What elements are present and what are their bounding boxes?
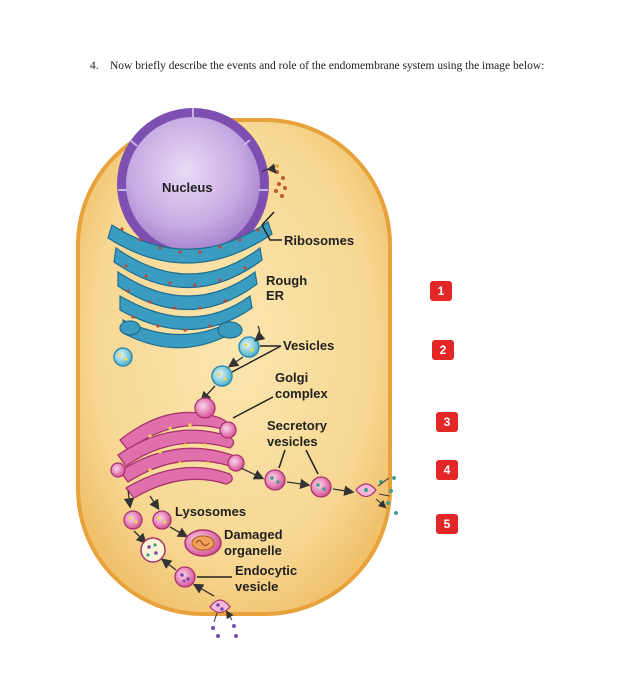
damaged-organelle	[184, 529, 222, 557]
vesicles-label: Vesicles	[283, 338, 334, 353]
secretory-pointer	[278, 449, 319, 475]
rough-er	[107, 221, 273, 349]
exocytosis	[355, 476, 398, 515]
answer-badge-2[interactable]: 2	[432, 340, 454, 360]
answer-badge-5[interactable]: 5	[436, 514, 458, 534]
golgi-to-lysosome-arrow-2	[149, 495, 160, 511]
answer-badge-3[interactable]: 3	[436, 412, 458, 432]
nucleoplasm	[126, 117, 260, 251]
golgi-complex	[110, 397, 245, 499]
rough-er-label-line2: ER	[266, 288, 285, 303]
secretory-to-membrane-arrow	[332, 485, 355, 496]
endocytic-vesicle	[174, 566, 196, 588]
nucleus-label: Nucleus	[162, 180, 213, 195]
golgi-to-secretory-arrow	[240, 467, 265, 480]
ribosomes-label: Ribosomes	[284, 233, 354, 248]
golgi-label-line2: complex	[275, 386, 329, 401]
lysosomes	[123, 510, 172, 530]
endocytic-to-vacuole-arrow	[160, 558, 177, 571]
lysosome-to-organelle-arrow	[169, 526, 189, 538]
er-ribosomes	[120, 227, 260, 332]
secretory-label-line2: vesicles	[267, 434, 318, 449]
endocytosis-arrow	[192, 583, 215, 597]
golgi-to-lysosome-arrow-1	[123, 489, 135, 509]
question-number: 4.	[90, 60, 99, 72]
secretory-vesicles	[264, 469, 332, 498]
nucleus	[117, 108, 269, 260]
answer-badge-1[interactable]: 1	[430, 281, 452, 301]
golgi-cargo	[148, 423, 210, 472]
endocytic-label-line2: vesicle	[235, 579, 278, 594]
secretory-to-secretory-arrow	[286, 478, 311, 490]
golgi-pointer	[232, 396, 274, 419]
endocytosis	[209, 599, 238, 638]
question-prompt: Now briefly describe the events and role…	[110, 60, 545, 72]
vesicle-to-vesicle-arrow	[227, 356, 244, 368]
lysosome-to-digestion-arrow	[133, 530, 147, 544]
vesicles-pointer	[231, 345, 282, 373]
rough-er-label-line1: Rough	[266, 273, 307, 288]
transport-vesicles	[113, 336, 260, 387]
damaged-organelle-label-line1: Damaged	[224, 527, 283, 542]
endocytic-label-line1: Endocytic	[235, 563, 297, 578]
digestive-vacuole	[140, 537, 166, 563]
nucleus-export-arrow	[261, 163, 277, 174]
er-to-vesicle-arrow	[254, 325, 266, 342]
secretory-label-line1: Secretory	[267, 418, 328, 433]
golgi-label-line1: Golgi	[275, 370, 308, 385]
answer-badge-4[interactable]: 4	[436, 460, 458, 480]
ribosomes-pointer-2	[261, 211, 275, 226]
ribosomes-pointer	[261, 224, 282, 241]
lysosomes-label: Lysosomes	[175, 504, 246, 519]
nuclear-pores	[118, 108, 268, 191]
damaged-organelle-label-line2: organelle	[224, 543, 282, 558]
